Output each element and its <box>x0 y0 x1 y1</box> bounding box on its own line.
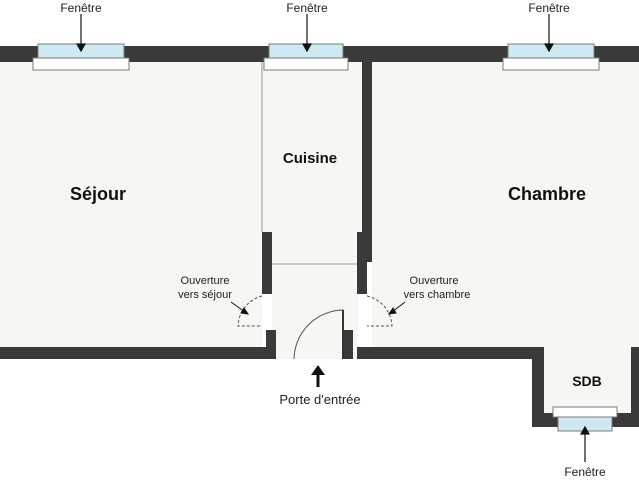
window-label-top-left: Fenêtre <box>60 1 102 15</box>
floor-areas <box>0 62 639 413</box>
hall-right-jamb <box>343 330 353 359</box>
sejour-floor <box>0 62 262 347</box>
sdb-left-wall <box>532 347 544 427</box>
pointer-chambre-icon <box>387 301 406 315</box>
cuisine-floor <box>262 62 362 264</box>
chambre-bottom-wall <box>357 347 544 359</box>
sdb-right-wall <box>631 347 639 427</box>
opening-label-sejour-line2: vers séjour <box>178 289 232 301</box>
room-label-cuisine: Cuisine <box>283 150 337 167</box>
sejour-bottom-wall <box>0 347 272 359</box>
pointer-sejour-icon <box>230 301 250 315</box>
window-pointer-icon <box>301 14 313 53</box>
window-pointers <box>75 14 591 462</box>
entrance-label: Porte d'entrée <box>279 392 360 407</box>
window-pointer-icon <box>579 425 591 462</box>
up-arrow-icon <box>311 365 325 387</box>
partition-lines <box>261 62 357 265</box>
sdb-floor <box>544 347 631 413</box>
room-label-sejour: Séjour <box>70 184 126 204</box>
window-label-bottom-right: Fenêtre <box>564 465 606 479</box>
hall-left-jamb <box>266 330 276 359</box>
window-pointer-icon <box>543 14 555 53</box>
opening-label-sejour-line1: Ouverture <box>181 275 230 287</box>
window-label-top-right: Fenêtre <box>528 1 570 15</box>
front-door-swing <box>293 309 344 360</box>
room-label-sdb: SDB <box>572 373 602 389</box>
opening-label-chambre-line2: vers chambre <box>404 289 471 301</box>
chambre-hall-wall <box>357 232 367 294</box>
window-bottom-right <box>552 406 618 432</box>
chambre-opening-arc <box>366 295 393 327</box>
room-label-chambre: Chambre <box>508 184 586 204</box>
opening-label-chambre-line1: Ouverture <box>410 275 459 287</box>
opening-pointers <box>230 301 406 315</box>
window-label-top-center: Fenêtre <box>286 1 328 15</box>
sejour-hall-wall <box>262 232 272 294</box>
window-pointer-icon <box>75 14 87 53</box>
kitchen-chambre-wall <box>362 62 372 262</box>
chambre-floor <box>372 62 639 347</box>
